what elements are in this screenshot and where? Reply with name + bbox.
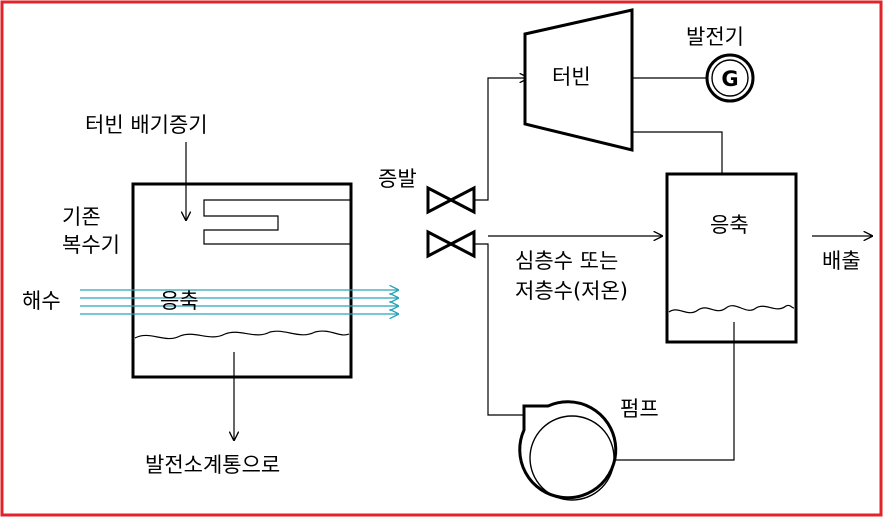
condensation-left-label: 응축 bbox=[160, 289, 199, 313]
evaporation-label: 증발 bbox=[378, 167, 417, 191]
evaporation-valve-top bbox=[426, 185, 476, 215]
new-condenser-box bbox=[665, 172, 798, 344]
existing-condenser-box bbox=[131, 182, 353, 379]
to-plant-system-label: 발전소계통으로 bbox=[145, 453, 280, 477]
pipe-to-pump bbox=[474, 243, 524, 416]
steam-pipe-to-turbine bbox=[474, 78, 528, 201]
existing-condenser-label-1: 기존 bbox=[62, 205, 101, 229]
pump-label: 펌프 bbox=[620, 397, 659, 421]
turbine-label: 터빈 bbox=[552, 65, 591, 89]
generator-inner-ring bbox=[711, 59, 749, 97]
heat-exchanger-tube bbox=[203, 199, 351, 245]
existing-condenser-label-2: 복수기 bbox=[62, 233, 120, 257]
generator-icon bbox=[705, 53, 755, 103]
deep-water-label-1: 심층수 또는 bbox=[515, 249, 618, 273]
valve-bottom bbox=[426, 229, 476, 259]
discharge-label: 배출 bbox=[822, 249, 861, 273]
deep-water-label-2: 저층수(저온) bbox=[515, 279, 628, 303]
condensation-right-label: 응축 bbox=[710, 213, 749, 237]
turbine-exhaust-steam-label: 터빈 배기증기 bbox=[85, 113, 208, 137]
seawater-label: 해수 bbox=[22, 289, 61, 313]
pump-icon bbox=[518, 400, 618, 501]
turbine-shape bbox=[523, 8, 634, 152]
condensate-surface-right bbox=[668, 304, 795, 314]
generator-symbol: G bbox=[721, 67, 738, 91]
condensate-return-pipe bbox=[572, 322, 735, 460]
condensate-surface-left bbox=[134, 330, 350, 340]
generator-label: 발전기 bbox=[686, 25, 744, 49]
